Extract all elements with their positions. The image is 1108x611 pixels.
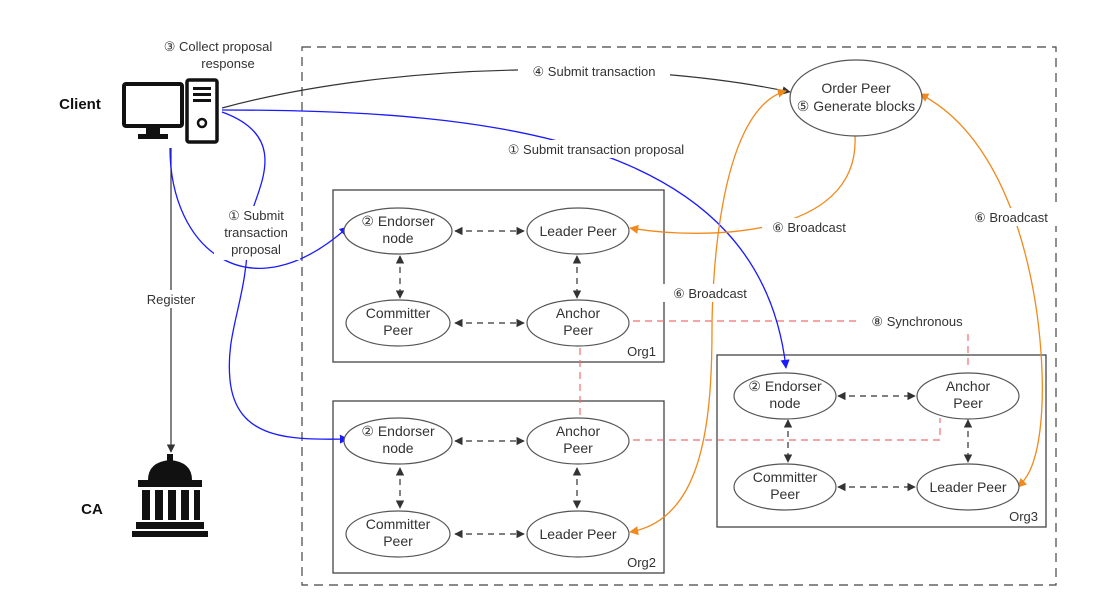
org3-anchor-node: Anchor Peer: [916, 372, 1020, 420]
org1-leader-node: Leader Peer: [526, 207, 630, 255]
org3-anchor-line2: Peer: [953, 395, 983, 411]
org2-anchor-line2: Peer: [563, 440, 593, 456]
org1-endorser-node: ② Endorser node: [343, 207, 453, 255]
org2-committer-line1: Committer: [366, 516, 431, 532]
peer-links: [395, 226, 973, 539]
org1-label: Org1: [627, 344, 656, 359]
org3-leader-node: Leader Peer: [916, 463, 1020, 511]
org1-endorser-line2: node: [382, 230, 413, 246]
org3-committer-line2: Peer: [770, 486, 800, 502]
org1-anchor-node: Anchor Peer: [526, 299, 630, 347]
org3-endorser-line2: node: [769, 395, 800, 411]
submit-transaction-label: ④ Submit transaction: [533, 64, 656, 79]
org2-endorser-line1: ② Endorser: [361, 423, 435, 439]
broadcast-right-label: ⑥ Broadcast: [974, 210, 1048, 225]
flow-labels: ③ Collect proposal response ④ Submit tra…: [140, 39, 1058, 330]
org2-label: Org2: [627, 555, 656, 570]
org3-label: Org3: [1009, 509, 1038, 524]
broadcast-org1-label: ⑥ Broadcast: [772, 220, 846, 235]
org2-committer-line2: Peer: [383, 533, 413, 549]
org3-endorser-node: ② Endorser node: [733, 372, 837, 420]
org1-anchor-line1: Anchor: [556, 305, 601, 321]
org2-anchor-line1: Anchor: [556, 423, 601, 439]
org2-leader-node: Leader Peer: [526, 510, 630, 558]
submit-proposal-left-line1: ① Submit: [228, 208, 284, 223]
register-label: Register: [147, 292, 196, 307]
bank-building-icon: [132, 454, 208, 537]
org3-committer-line1: Committer: [753, 469, 818, 485]
black-edges: [166, 69, 791, 453]
desktop-computer-icon: [122, 78, 219, 144]
org1-leader-line1: Leader Peer: [539, 223, 616, 239]
client-label: Client: [59, 96, 101, 113]
org1-committer-line1: Committer: [366, 305, 431, 321]
submit-proposal-left-line2: transaction: [224, 225, 288, 240]
org3-leader-line1: Leader Peer: [929, 479, 1006, 495]
submit-proposal-label: ① Submit transaction proposal: [508, 142, 685, 157]
org1-committer-line2: Peer: [383, 322, 413, 338]
org1-committer-node: Committer Peer: [345, 299, 451, 347]
org1-endorser-line1: ② Endorser: [361, 213, 435, 229]
collect-proposal-line2: response: [201, 56, 254, 71]
submit-proposal-edges: [169, 109, 790, 444]
org2-endorser-node: ② Endorser node: [343, 417, 453, 465]
orderer-line1: Order Peer: [821, 80, 891, 96]
org1-anchor-line2: Peer: [563, 322, 593, 338]
org2-leader-line1: Leader Peer: [539, 526, 616, 542]
org3-anchor-line1: Anchor: [946, 378, 991, 394]
submit-proposal-left-line3: proposal: [231, 242, 281, 257]
network-boundary: [301, 46, 1057, 586]
collect-proposal-line1: ③ Collect proposal: [164, 39, 273, 54]
orderer-node: Order Peer ⑤ Generate blocks: [789, 59, 923, 137]
org2-committer-node: Committer Peer: [345, 510, 451, 558]
ca-label: CA: [81, 501, 103, 518]
synchronous-label: ⑧ Synchronous: [871, 314, 963, 329]
org2-anchor-node: Anchor Peer: [526, 417, 630, 465]
orderer-line2: ⑤ Generate blocks: [797, 98, 915, 114]
org3-endorser-line1: ② Endorser: [748, 378, 822, 394]
org3-committer-node: Committer Peer: [733, 463, 837, 511]
org2-endorser-line2: node: [382, 440, 413, 456]
broadcast-mid-label: ⑥ Broadcast: [673, 286, 747, 301]
